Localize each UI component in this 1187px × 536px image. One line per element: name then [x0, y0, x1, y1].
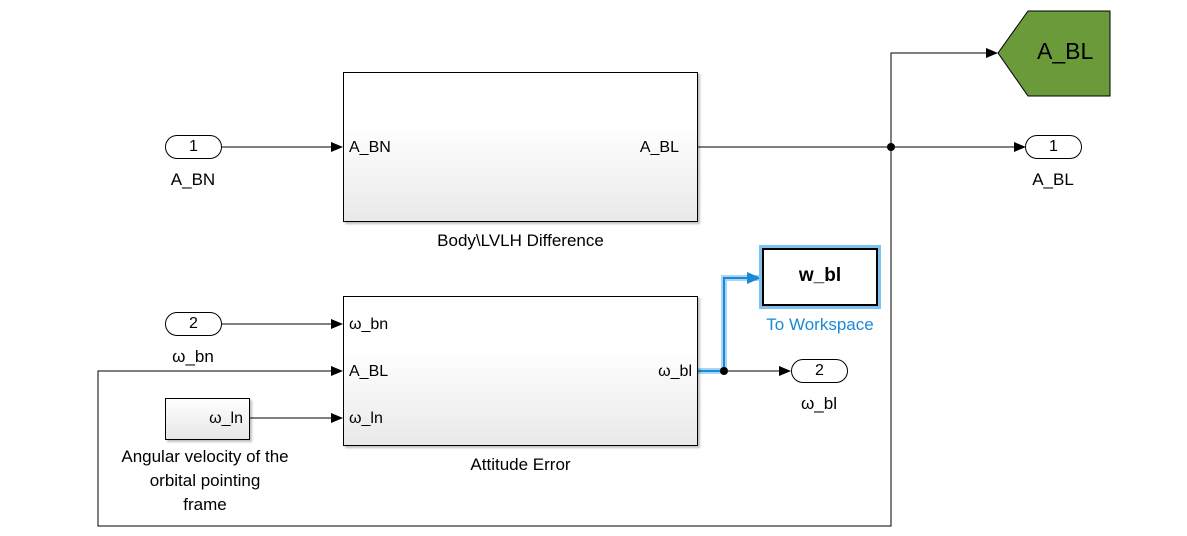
- outport-1-label: A_BL: [1032, 170, 1074, 189]
- outport-2[interactable]: 2: [791, 359, 848, 383]
- attitude-error-label: Attitude Error: [470, 455, 571, 474]
- body-lvlh-output-port: A_BL: [639, 139, 679, 156]
- to-workspace-block[interactable]: w_bl: [759, 245, 881, 309]
- attitude-error-input-w-bn: ω_bn: [349, 316, 389, 333]
- branch-point-w-bl: [720, 367, 728, 375]
- body-lvlh-input-port: A_BN: [349, 139, 391, 156]
- signal-a-bl-goto[interactable]: [890, 48, 998, 147]
- body-lvlh-difference-label: Body\LVLH Difference: [437, 231, 604, 250]
- attitude-error-block[interactable]: ω_bn A_BL ω_ln ω_bl: [343, 296, 698, 446]
- attitude-error-input-w-ln: ω_ln: [349, 410, 383, 427]
- attitude-error-input-a-bl: A_BL: [349, 363, 389, 380]
- signal-w-bl-workspace[interactable]: [698, 272, 761, 372]
- body-lvlh-difference-block[interactable]: A_BN A_BL: [343, 72, 698, 222]
- to-workspace-label: To Workspace: [766, 315, 874, 334]
- inport-1[interactable]: 1: [165, 135, 222, 159]
- constant-w-ln-label: Angular velocity of the orbital pointing…: [121, 447, 289, 514]
- goto-tag: A_BL: [1037, 38, 1094, 64]
- branch-point-a-bl: [887, 143, 895, 151]
- outport-2-label: ω_bl: [801, 394, 837, 413]
- inport-1-label: A_BN: [170, 170, 216, 189]
- constant-w-ln-block[interactable]: ω_ln: [165, 398, 250, 440]
- inport-2[interactable]: 2: [165, 312, 222, 336]
- signal-a-bl-feedback[interactable]: [97, 147, 892, 527]
- attitude-error-output-w-bl: ω_bl: [658, 363, 692, 380]
- inport-2-label: ω_bn: [172, 347, 214, 366]
- goto-block[interactable]: [997, 10, 1111, 97]
- outport-1[interactable]: 1: [1025, 135, 1082, 159]
